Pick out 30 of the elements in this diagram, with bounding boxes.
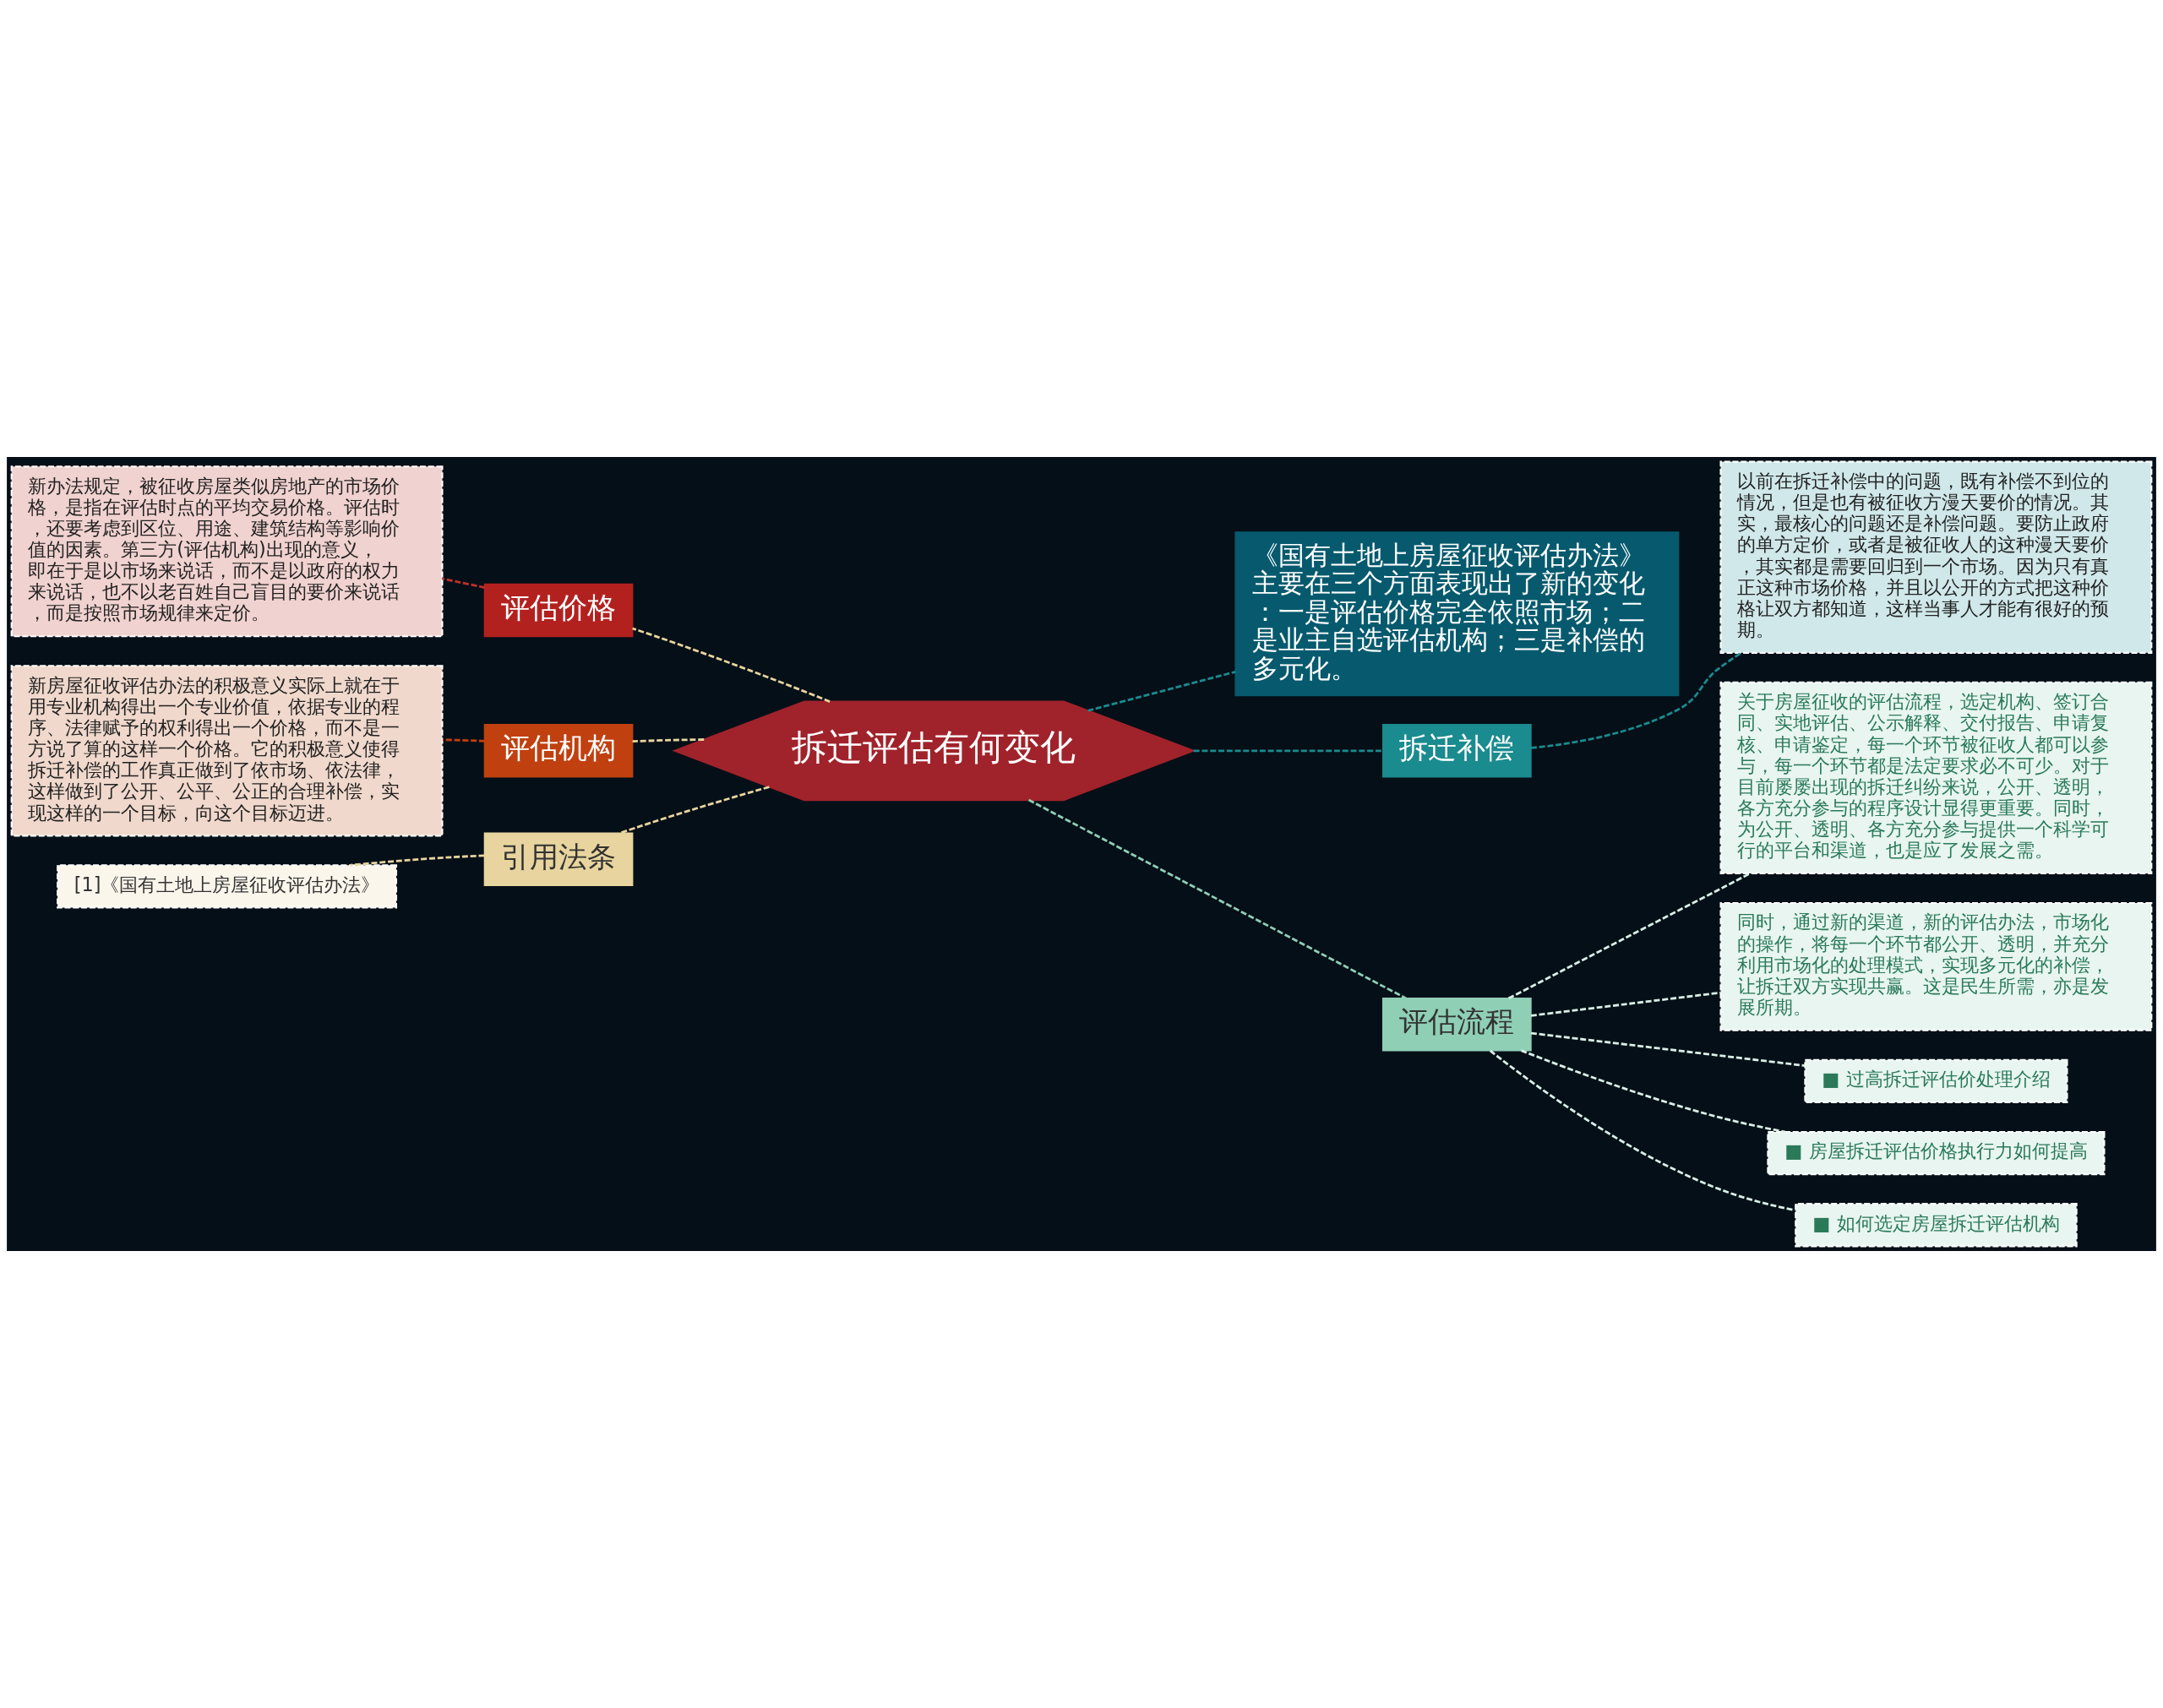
node-box: ■ 房屋拆迁评估价格执行力如何提高 xyxy=(1767,1130,2106,1176)
connector xyxy=(1028,798,1407,1000)
connector xyxy=(1530,991,1721,1017)
node-box: 引用法条 xyxy=(483,832,634,887)
node-box: 新房屋征收评估办法的积极意义实际上就在于用专业机构得出一个专业价值，依据专业的程序、法律赋予的权利得出一个价格，而不是一方说了算的这样一个价格。它的积极意义使得拆迁补偿的工作真正做到了依市场、依法律，这样做到了公开、公平、公正的合理补偿，实现这样的一个目标，向这个目标迈进。 xyxy=(10,665,444,837)
node-box: [1]《国有土地上房屋征收评估办法》 xyxy=(57,864,398,909)
node-box: 《国有土地上房屋征收评估办法》主要在三个方面表现出了新的变化：一是评估价格完全依照市场；二是业主自选评估机构；三是补偿的多元化。 xyxy=(1234,531,1680,697)
connector xyxy=(442,577,486,590)
node-box: 评估机构 xyxy=(483,724,634,778)
connector xyxy=(1193,749,1383,753)
connector xyxy=(1530,651,1742,749)
connector xyxy=(1087,671,1236,712)
node-box: 新办法规定，被征收房屋类似房地产的市场价格，是指在评估时点的平均交易价格。评估时，还要考虑到区位、用途、建筑结构等影响价值的因素。第三方(评估机构)出现的意义，即在于是以市场来说话，而不是以政府的权力来说话，也不以老百姓自己盲目的要价来说话，而是按照市场规律来定价。 xyxy=(10,465,444,638)
node-box: 评估流程 xyxy=(1382,998,1532,1052)
connector xyxy=(618,786,770,835)
connector xyxy=(1521,1049,1785,1134)
node-box: 关于房屋征收的评估流程，选定机构、签订合同、实地评估、公示解释、交付报告、申请复核、申请鉴定，每一个环节被征收人都可以参与，每一个环节都是法定要求必不可少。对于目前屡屡出现的拆迁纠纷来说，公开、透明，各方充分参与的程序设计显得更重要。同时，为公开、透明、各方充分参与提供一个科学可行的平台和渠道，也是应了发展之需。 xyxy=(1719,681,2153,875)
node-box: 同时，通过新的渠道，新的评估办法，市场化的操作，将每一个环节都公开、透明，并充分利用市场化的处理模式，实现多元化的补偿，让拆迁双方实现共赢。这是民生所需，亦是发展所期。 xyxy=(1719,901,2153,1031)
node-box: 评估价格 xyxy=(483,583,634,638)
node-box: ■ 如何选定房屋拆迁评估机构 xyxy=(1795,1203,2078,1248)
connector xyxy=(1530,1031,1806,1067)
node-box: 拆迁补偿 xyxy=(1382,724,1532,778)
connector xyxy=(350,854,485,867)
connector xyxy=(1489,1049,1795,1212)
connector xyxy=(632,738,705,743)
node-box: 以前在拆迁补偿中的问题，既有补偿不到位的情况，但是也有被征收方漫天要价的情况。其实，最核心的问题还是补偿问题。要防止政府的单方定价，或者是被征收人的这种漫天要价，其实都是需要回归到一个市场。因为只有真正这种市场价格，并且以公开的方式把这种价格让双方都知道，这样当事人才能有很好的预期。 xyxy=(1719,460,2153,654)
connector xyxy=(632,627,831,703)
connector xyxy=(442,738,485,742)
connector xyxy=(1507,872,1751,1000)
node-box: ■ 过高拆迁评估价处理介绍 xyxy=(1804,1058,2068,1104)
